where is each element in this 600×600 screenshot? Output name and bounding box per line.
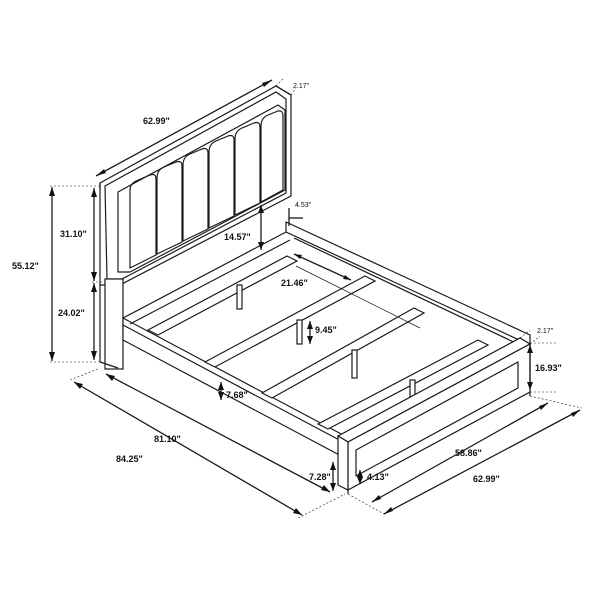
label-footboard-rail: 7.28" <box>309 472 331 482</box>
dimension-lines <box>49 77 583 519</box>
label-headboard-width: 62.99" <box>143 116 170 126</box>
label-overall-length: 84.25" <box>116 454 143 464</box>
label-footboard-depth: 2.17" <box>537 328 554 335</box>
label-footboard-base: 4.13" <box>367 472 389 482</box>
label-inner-width: 58.86" <box>455 448 482 458</box>
label-slat-height: 9.45" <box>315 325 337 335</box>
footboard <box>336 337 532 494</box>
label-panel-drop: 14.57" <box>224 232 251 242</box>
label-rail-length: 21.46" <box>281 278 308 288</box>
label-overall-height: 55.12" <box>12 261 39 271</box>
label-lower-height: 24.02" <box>58 308 85 318</box>
bed-frame <box>122 221 531 459</box>
label-overall-width: 62.99" <box>473 474 500 484</box>
headboard <box>99 85 292 370</box>
label-inner-length: 81.10" <box>154 434 181 444</box>
label-post-offset: 4.53" <box>295 202 312 209</box>
label-rail-height: 7.68" <box>226 390 248 400</box>
dimension-labels: 62.99" 2.17" 55.12" 31.10" 24.02" 14.57"… <box>12 83 562 484</box>
label-headboard-depth: 2.17" <box>293 83 310 90</box>
label-panel-height: 31.10" <box>60 229 87 239</box>
label-footboard-height: 16.93" <box>535 363 562 373</box>
